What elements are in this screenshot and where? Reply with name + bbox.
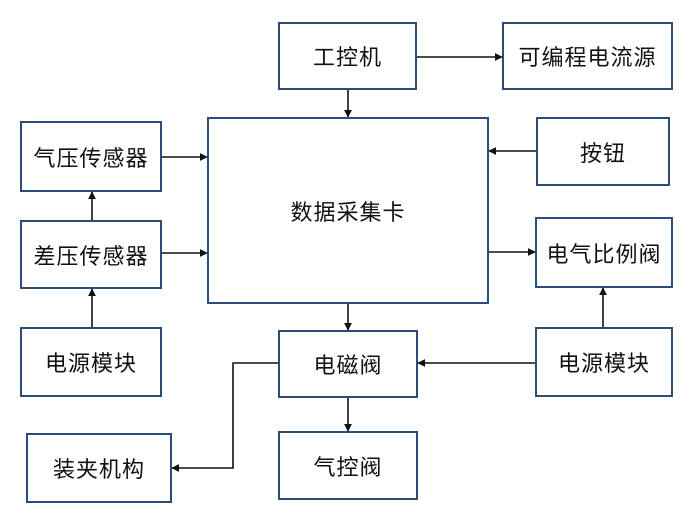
solenoid-valve-box: 电磁阀 (278, 330, 418, 398)
button-box: 按钮 (536, 117, 670, 186)
proportional-valve-box: 电气比例阀 (535, 217, 673, 288)
power-module-left-box: 电源模块 (20, 327, 162, 397)
power-module-right-box: 电源模块 (535, 327, 673, 397)
ipc-box: 工控机 (278, 22, 417, 90)
air-valve-box: 气控阀 (278, 431, 418, 500)
clamp-box: 装夹机构 (26, 433, 172, 503)
daq-box: 数据采集卡 (207, 117, 489, 304)
power-supply-box: 可编程电流源 (502, 22, 673, 90)
air-pressure-sensor-box: 气压传感器 (20, 121, 162, 192)
diff-pressure-sensor-box: 差压传感器 (20, 220, 162, 289)
arrow-solenoid-to-clamp (171, 362, 278, 472)
